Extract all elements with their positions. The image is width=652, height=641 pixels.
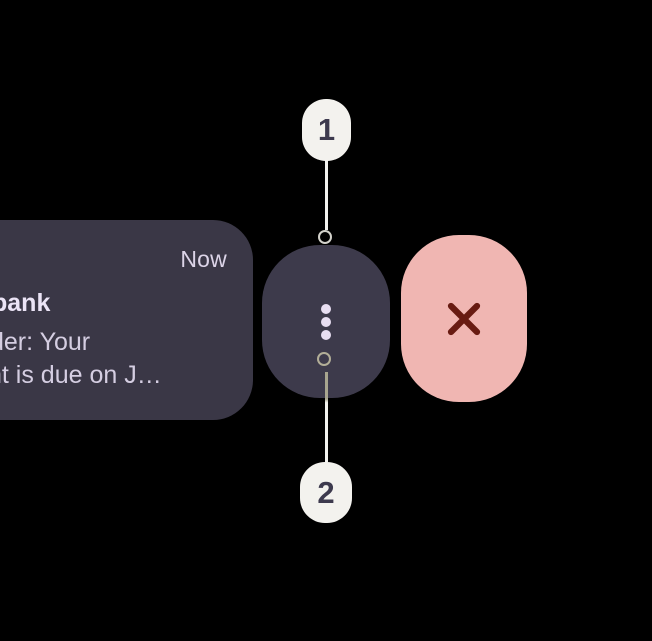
callout-connector-1 [325, 160, 328, 230]
close-x-icon [447, 302, 481, 335]
kebab-menu-icon [321, 303, 331, 340]
callout-anchor-ring-2 [317, 352, 331, 366]
notification-body-line2: nt is due on J… [0, 361, 162, 389]
dismiss-notification-button[interactable] [401, 235, 527, 402]
notification-body-line1: der: Your [0, 328, 91, 356]
notification-card[interactable]: Now bank der: Your nt is due on J… [0, 220, 253, 420]
callout-anchor-ring-1 [318, 230, 332, 244]
callout-marker-1-digit: 1 [317, 112, 336, 147]
callout-connector-2 [325, 372, 328, 462]
notification-title: bank [0, 289, 51, 317]
notification-timestamp: Now [180, 246, 227, 272]
callout-marker-2-digit: 2 [317, 474, 335, 510]
callout-marker-1: 1 [302, 99, 351, 161]
callout-marker-2: 2 [300, 462, 352, 523]
